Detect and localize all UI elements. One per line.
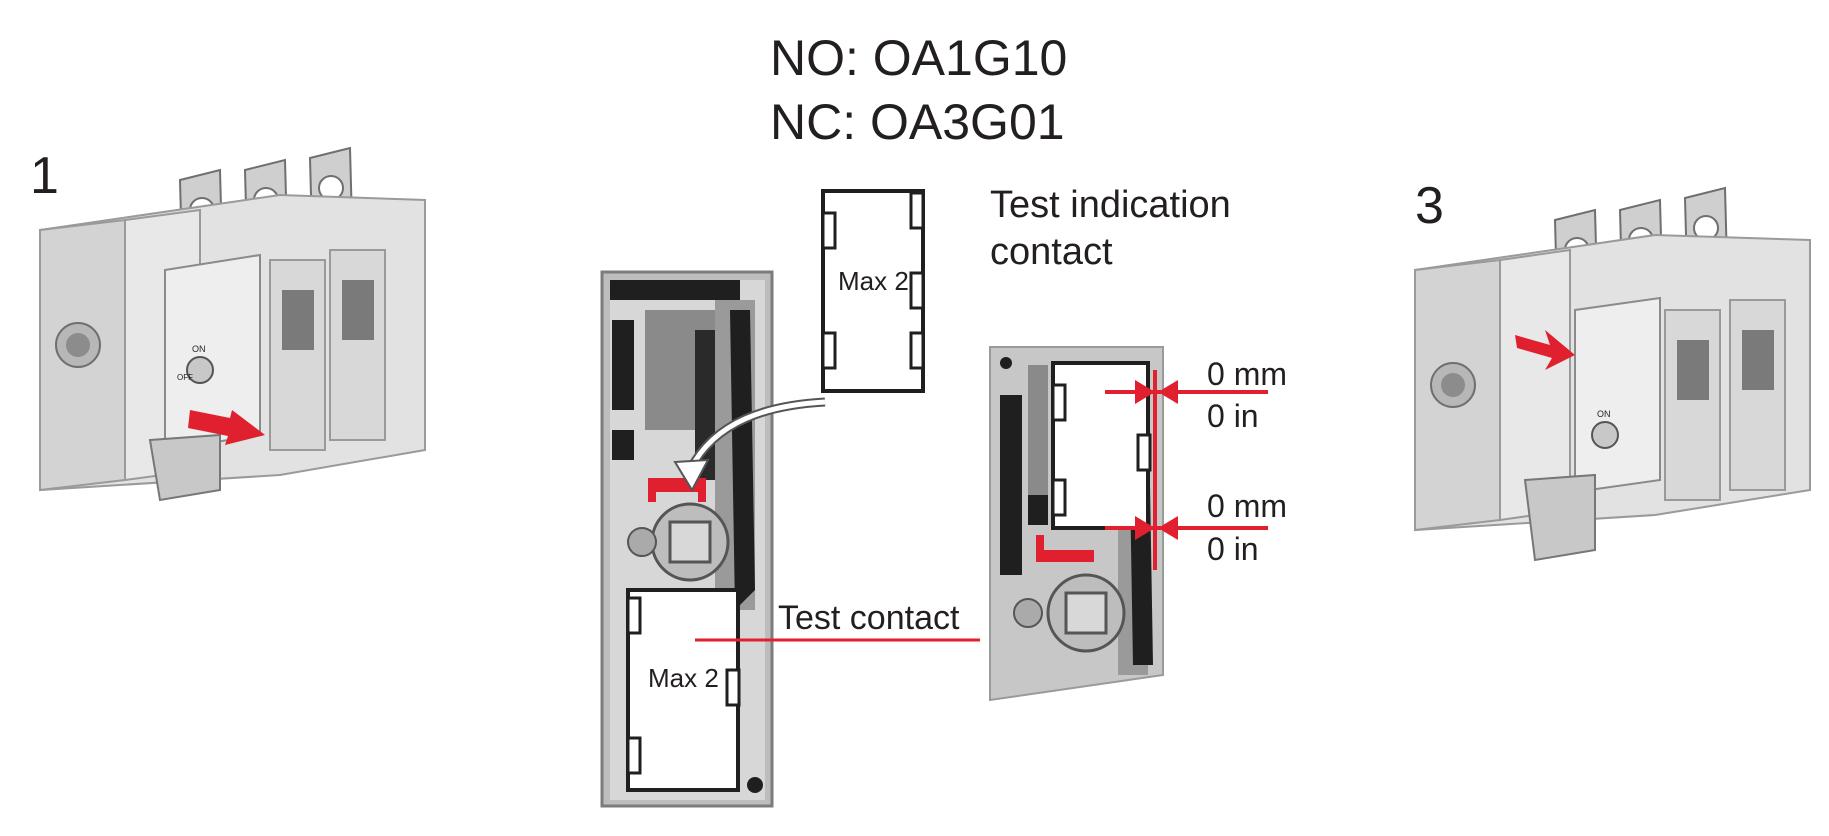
max-label-top: Max 2 [838, 266, 909, 296]
step-number-1: 1 [30, 147, 59, 205]
on-marking: ON [1597, 409, 1611, 419]
curved-arrow-icon [673, 397, 826, 493]
switch-step-3: ON [1414, 186, 1811, 562]
cutaway-main [600, 270, 774, 808]
on-marking: ON [192, 344, 206, 354]
test-contact-leader [695, 638, 980, 642]
lower-gap-in: 0 in [1207, 531, 1259, 567]
max-label-bottom: Max 2 [648, 663, 719, 693]
step-number-3: 3 [1415, 177, 1444, 235]
off-marking: OFF [177, 373, 193, 382]
cutaway-detail [989, 346, 1164, 702]
arrow-in-icon [1515, 330, 1575, 370]
test-indication-label-line1: Test indication [990, 184, 1231, 226]
switch-step-1: ON OFF [39, 146, 426, 502]
gap-arrow-icon [1105, 370, 1268, 570]
lower-gap-mm: 0 mm [1207, 488, 1287, 524]
nc-part-number: NC: OA3G01 [770, 94, 1065, 150]
no-part-number: NO: OA1G10 [770, 30, 1068, 86]
test-contact-label: Test contact [778, 599, 960, 637]
test-indication-label-line2: contact [990, 231, 1113, 273]
arrow-out-icon [188, 410, 265, 445]
upper-gap-mm: 0 mm [1207, 356, 1287, 392]
contact-block-top [821, 189, 925, 393]
upper-gap-in: 0 in [1207, 398, 1259, 434]
